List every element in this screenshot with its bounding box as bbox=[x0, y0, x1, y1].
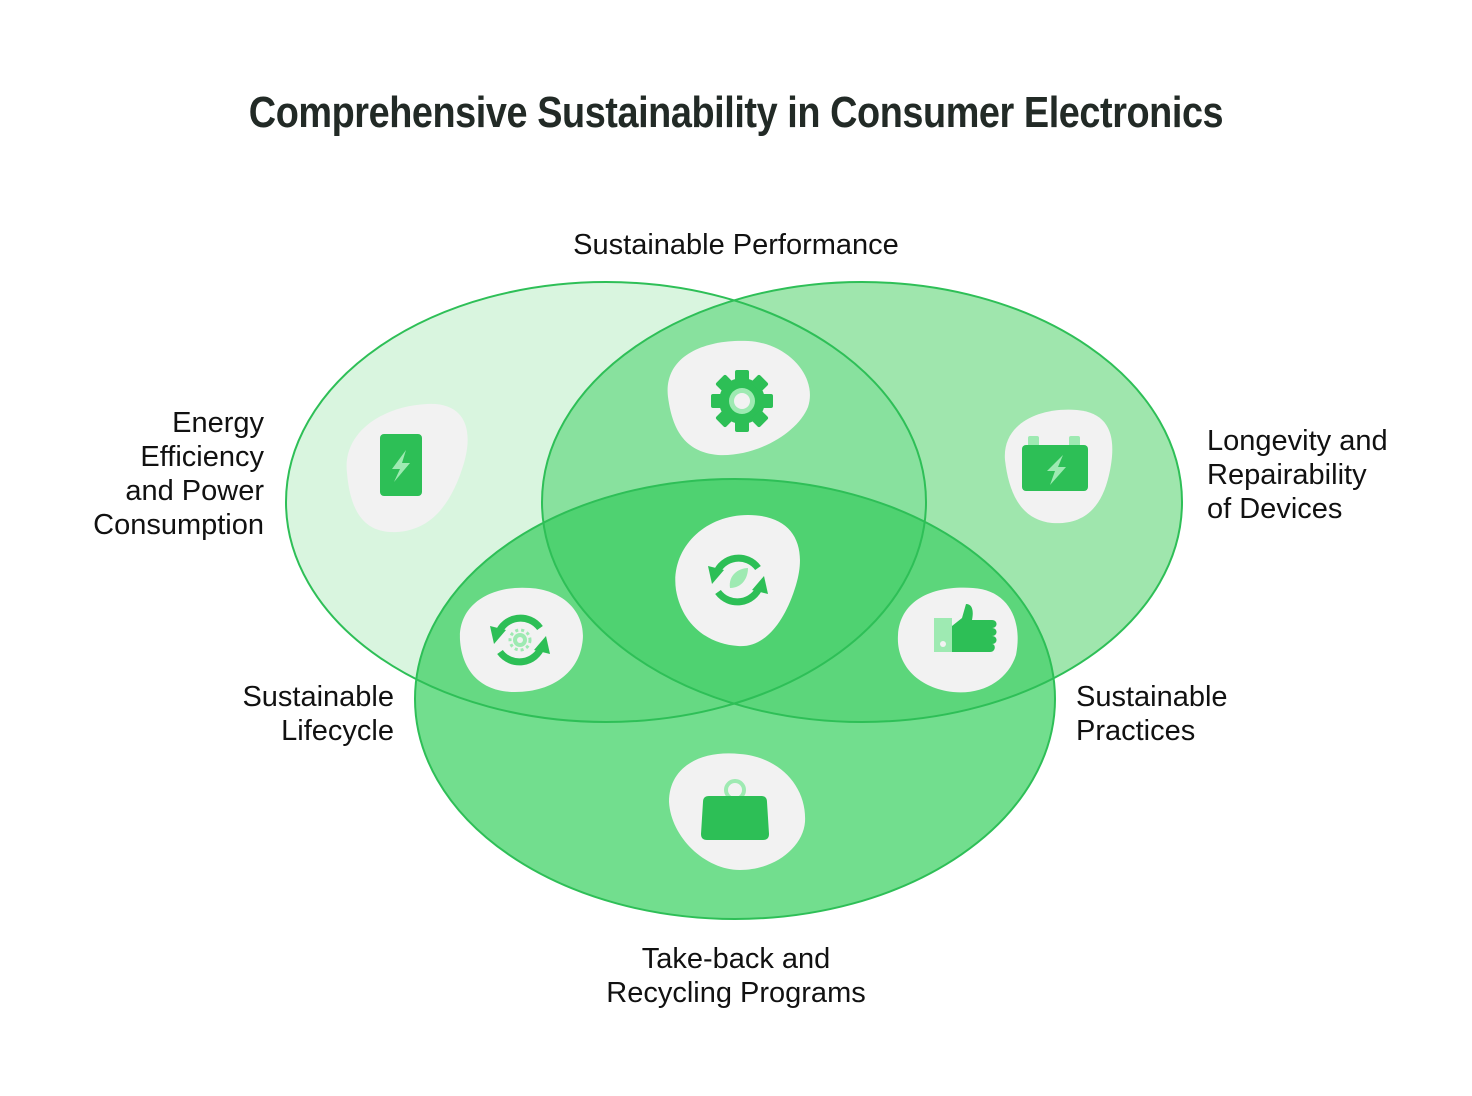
label-energy-efficiency: Energy Efficiency and Power Consumption bbox=[93, 407, 264, 541]
car-battery-icon bbox=[1022, 436, 1088, 491]
takeback-icon-badge bbox=[669, 753, 806, 870]
practices-icon-badge bbox=[897, 587, 1018, 693]
performance-icon-badge bbox=[667, 340, 810, 456]
lifecycle-icon-badge bbox=[459, 587, 583, 692]
thumbs-up-icon bbox=[934, 604, 997, 652]
center-icon-badge bbox=[675, 515, 800, 647]
label-sustainable-performance: Sustainable Performance bbox=[573, 229, 899, 261]
longevity-icon-badge bbox=[1004, 409, 1113, 524]
label-longevity-repairability: Longevity and Repairability of Devices bbox=[1207, 425, 1388, 525]
label-takeback-recycling: Take-back and Recycling Programs bbox=[606, 943, 866, 1009]
diagram-title: Comprehensive Sustainability in Consumer… bbox=[248, 88, 1224, 137]
recycle-leaf-icon bbox=[708, 554, 768, 606]
energy-icon-badge bbox=[346, 403, 468, 533]
recycle-gear-icon bbox=[490, 614, 550, 666]
label-sustainable-lifecycle: Sustainable Lifecycle bbox=[242, 681, 394, 747]
label-sustainable-practices: Sustainable Practices bbox=[1076, 681, 1228, 747]
shopping-bag-icon bbox=[701, 779, 769, 840]
gear-icon bbox=[711, 370, 773, 432]
battery-bolt-icon bbox=[380, 434, 422, 496]
